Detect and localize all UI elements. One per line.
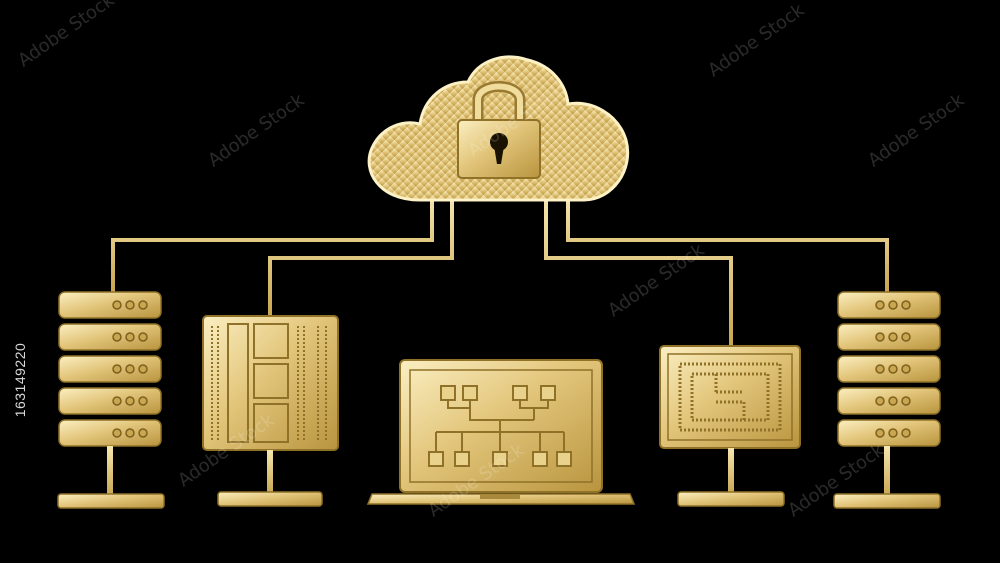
monitor xyxy=(659,345,801,507)
circuit-pattern-icon xyxy=(678,362,782,432)
laptop xyxy=(366,359,636,505)
circuit-board-panel xyxy=(202,315,339,507)
hierarchy-chart-icon xyxy=(428,385,572,467)
server-rack-right xyxy=(833,291,941,509)
connector-server-left xyxy=(111,196,434,292)
connection-lines xyxy=(111,196,889,360)
connector-panel xyxy=(268,196,454,316)
connector-monitor xyxy=(544,196,733,346)
stock-id-label: 163149220 xyxy=(12,342,28,418)
padlock-icon xyxy=(457,81,541,179)
connector-server-right xyxy=(566,196,889,292)
server-rack-icon xyxy=(58,291,162,447)
server-rack-left xyxy=(57,291,165,509)
